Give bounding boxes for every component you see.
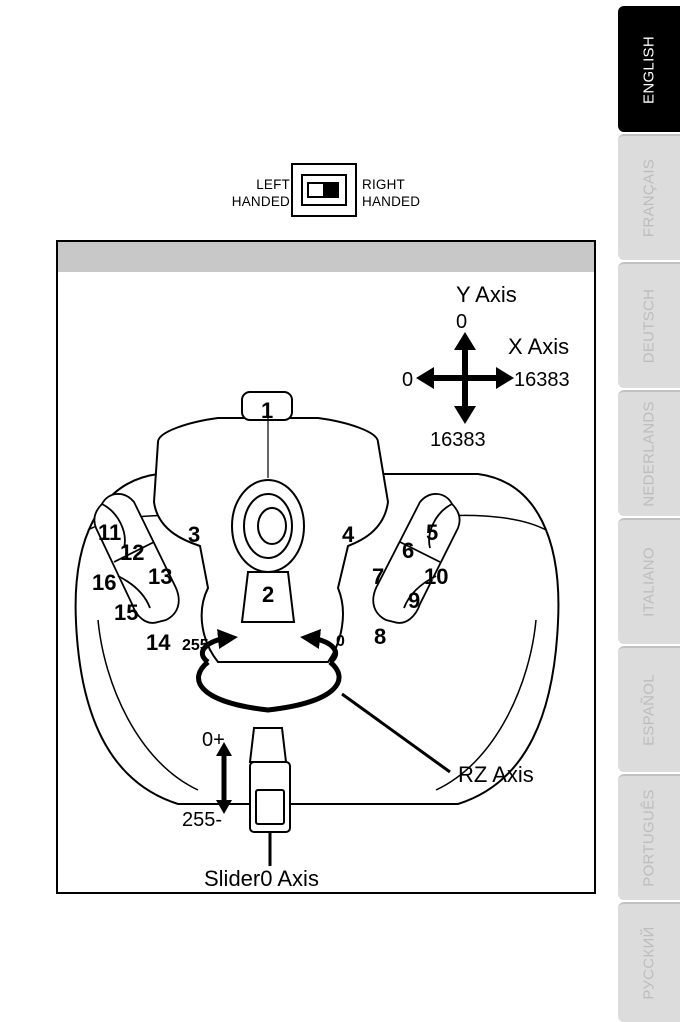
button-11-label: 11 [98, 520, 121, 545]
switch-fill [325, 182, 339, 198]
rz-right-value: 0 [336, 633, 345, 650]
x-axis-left-value: 0 [402, 369, 413, 391]
button-4-label: 4 [342, 522, 355, 547]
tab-portugues-label: PORTUGUÊS [641, 789, 658, 886]
button-16-label: 16 [92, 570, 116, 595]
right-label-line-1: RIGHT [362, 176, 442, 193]
slider-bottom-value: 255- [182, 809, 222, 831]
tab-russian[interactable]: РУССКИЙ [618, 902, 680, 1022]
button-8-label: 8 [374, 624, 386, 649]
tab-espanol[interactable]: ESPAÑOL [618, 646, 680, 772]
switch-slot [301, 174, 347, 206]
tab-nederlands-label: NEDERLANDS [641, 401, 658, 507]
rz-axis-label: RZ Axis [458, 762, 534, 787]
button-6-label: 6 [402, 538, 414, 563]
button-15-label: 15 [114, 600, 138, 625]
tab-italiano[interactable]: ITALIANO [618, 518, 680, 644]
slider-control [250, 728, 290, 832]
left-label-line-1: LEFT [218, 176, 290, 193]
tab-english[interactable]: ENGLISH [618, 6, 680, 132]
tab-russian-label: РУССКИЙ [641, 926, 658, 999]
rz-left-value: 255 [182, 637, 209, 654]
x-axis-title: X Axis [508, 334, 569, 359]
joystick-illustration: Y Axis 0 X Axis 0 16383 16383 [58, 242, 594, 892]
left-handed-label: LEFT HANDED [218, 176, 290, 210]
switch-icon[interactable] [291, 163, 357, 217]
button-9-label: 9 [408, 588, 420, 613]
tab-deutsch[interactable]: DEUTSCH [618, 262, 680, 388]
x-axis-right-value: 16383 [514, 369, 570, 391]
tab-francais-label: FRANÇAIS [641, 159, 658, 237]
tab-english-label: ENGLISH [641, 36, 658, 104]
y-axis-bottom-value: 16383 [430, 429, 486, 451]
tab-italiano-label: ITALIANO [641, 547, 658, 617]
slider-axis-label: Slider0 Axis [204, 866, 319, 891]
button-13-label: 13 [148, 564, 172, 589]
y-axis-top-value: 0 [456, 311, 467, 333]
button-7-label: 7 [372, 564, 384, 589]
tab-portugues[interactable]: PORTUGUÊS [618, 774, 680, 900]
button-3-label: 3 [188, 522, 200, 547]
left-label-line-2: HANDED [218, 193, 290, 210]
button-12-label: 12 [120, 540, 144, 565]
button-2-label: 2 [262, 582, 274, 607]
language-tabs: ENGLISH FRANÇAIS DEUTSCH NEDERLANDS ITAL… [610, 0, 680, 1020]
switch-knob [307, 182, 325, 198]
tab-francais[interactable]: FRANÇAIS [618, 134, 680, 260]
button-10-label: 10 [424, 564, 448, 589]
tab-nederlands[interactable]: NEDERLANDS [618, 390, 680, 516]
button-14-label: 14 [146, 630, 171, 655]
tab-deutsch-label: DEUTSCH [641, 289, 658, 364]
xy-axis-cross-icon [430, 346, 500, 410]
tab-espanol-label: ESPAÑOL [641, 674, 658, 746]
right-handed-label: RIGHT HANDED [362, 176, 442, 210]
button-5-label: 5 [426, 520, 438, 545]
slider-top-value: 0+ [202, 729, 225, 751]
joystick-axes-figure: Y Axis 0 X Axis 0 16383 16383 [56, 240, 596, 894]
handedness-switch[interactable]: LEFT HANDED RIGHT HANDED [212, 162, 438, 222]
y-axis-title: Y Axis [456, 282, 517, 307]
button-1-label: 1 [261, 398, 273, 423]
right-label-line-2: HANDED [362, 193, 442, 210]
